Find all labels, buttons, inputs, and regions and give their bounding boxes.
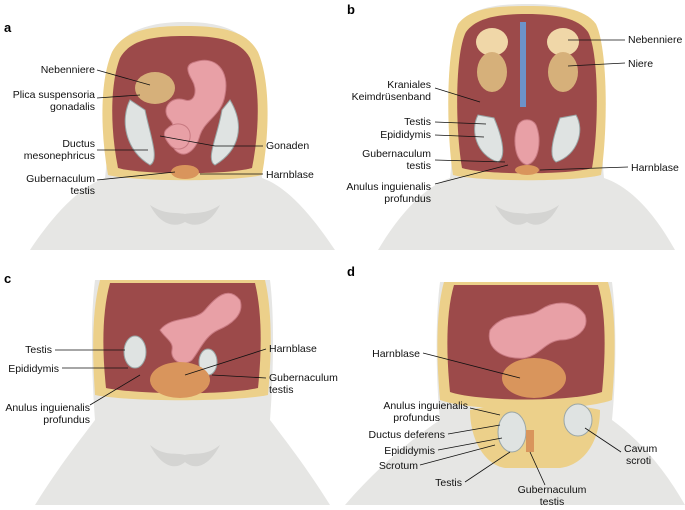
adrenal-gland <box>135 72 175 104</box>
leader-d-ductus <box>447 424 501 435</box>
label-b-gubernaculum-1: Gubernaculum <box>362 148 431 160</box>
panel-letter-c: c <box>4 271 11 286</box>
label-a-gonaden: Gonaden <box>266 140 309 152</box>
label-d-cavum-2: scroti <box>626 455 651 467</box>
thigh-crease <box>150 205 220 225</box>
label-a-gubernaculum-1: Gubernaculum <box>26 173 95 185</box>
label-d-epididymis: Epididymis <box>384 445 435 457</box>
label-a-harnblase: Harnblase <box>266 169 314 181</box>
label-d-cavum-1: Cavum <box>624 443 658 455</box>
label-a-nebenniere: Nebenniere <box>41 64 95 76</box>
label-c-gubernaculum-2: testis <box>269 384 294 396</box>
leader-a-gonaden <box>159 135 263 147</box>
gubernaculum <box>526 430 534 452</box>
label-c-epididymis: Epididymis <box>8 363 59 375</box>
label-b-anulus-1: Anulus inguienalis <box>346 181 431 193</box>
cavum-right <box>563 403 593 437</box>
leader-d-anulus <box>469 407 501 416</box>
leader-b-gubernaculum <box>434 159 506 163</box>
intestine-loop <box>163 123 191 150</box>
leader-c-harnblase <box>184 348 267 376</box>
intestine <box>159 292 242 364</box>
label-a-ductus-2: mesonephricus <box>24 150 95 162</box>
leader-b-anulus <box>434 164 509 185</box>
label-d-ductus-deferens: Ductus deferens <box>369 429 445 441</box>
label-d-anulus-1: Anulus inguienalis <box>383 400 468 412</box>
urinary-bladder <box>150 362 210 398</box>
label-a-plica-1: Plica suspensoria <box>13 89 95 101</box>
label-b-epididymis: Epididymis <box>380 129 431 141</box>
panel-a: a Nebenniere Plica suspensoria gonadalis… <box>4 20 335 250</box>
label-d-gubernaculum-2: testis <box>540 496 565 508</box>
leader-a-gubernaculum <box>96 171 176 181</box>
panel-letter-d: d <box>347 264 355 279</box>
label-c-gubernaculum-1: Gubernaculum <box>269 372 338 384</box>
urinary-bladder <box>171 165 199 179</box>
panel-d: d Harnblase Anulus inguienalis profundus… <box>345 264 685 508</box>
aorta <box>520 22 526 107</box>
label-b-nebenniere: Nebenniere <box>628 34 682 46</box>
leader-d-cavum <box>584 427 622 453</box>
leader-a-plica <box>96 94 141 99</box>
panel-c: c Testis Epididymis Anulus inguienalis p… <box>4 271 338 505</box>
leader-d-scrotum <box>419 444 496 466</box>
label-a-gubernaculum-2: testis <box>70 185 95 197</box>
label-a-ductus-1: Ductus <box>62 138 95 150</box>
leader-c-anulus <box>89 374 141 406</box>
leader-b-niere <box>567 62 626 67</box>
label-d-anulus-2: profundus <box>393 412 440 424</box>
leader-d-epididymis <box>437 437 503 451</box>
thigh-crease <box>150 445 220 467</box>
thigh-crease <box>495 205 559 225</box>
label-c-testis: Testis <box>25 344 52 356</box>
urinary-bladder <box>515 165 539 175</box>
panel-b: b Kraniales Keimdrüsenband Testis Epidid… <box>346 2 682 250</box>
label-d-harnblase: Harnblase <box>372 348 420 360</box>
leader-d-testis <box>464 451 511 483</box>
label-c-anulus-1: Anulus inguienalis <box>5 402 90 414</box>
leader-d-gubernaculum <box>529 451 546 486</box>
leader-c-gubernaculum <box>211 374 267 379</box>
panel-letter-a: a <box>4 20 12 35</box>
leader-b-kraniales <box>434 87 481 103</box>
kidney-left <box>477 52 507 92</box>
leader-d-harnblase <box>422 352 521 379</box>
adrenal-right <box>547 28 579 56</box>
label-b-gubernaculum-2: testis <box>406 160 431 172</box>
urinary-bladder <box>502 358 566 398</box>
leader-b-testis <box>434 121 487 125</box>
label-c-anulus-2: profundus <box>43 414 90 426</box>
leader-a-nebenniere <box>96 69 151 86</box>
label-b-niere: Niere <box>628 58 653 70</box>
label-d-testis: Testis <box>435 477 462 489</box>
label-b-kraniales-1: Kraniales <box>387 79 431 91</box>
label-d-scrotum: Scrotum <box>379 460 418 472</box>
label-b-harnblase: Harnblase <box>631 162 679 174</box>
leader-b-epididymis <box>434 134 485 138</box>
testis-right <box>551 114 581 163</box>
testis-left <box>497 411 527 453</box>
intestine <box>488 302 587 359</box>
label-a-plica-2: gonadalis <box>50 101 95 113</box>
mesonephros-left <box>124 99 155 166</box>
testis-left <box>123 335 147 369</box>
label-c-harnblase: Harnblase <box>269 343 317 355</box>
label-b-testis: Testis <box>404 116 431 128</box>
adrenal-left <box>476 28 508 56</box>
label-b-kraniales-2: Keimdrüsenband <box>352 91 432 103</box>
leader-b-harnblase <box>539 166 629 171</box>
label-b-anulus-2: profundus <box>384 193 431 205</box>
mesonephros-right <box>210 99 239 166</box>
kidney-right <box>548 52 578 92</box>
panel-letter-b: b <box>347 2 355 17</box>
label-d-gubernaculum-1: Gubernaculum <box>518 484 587 496</box>
rectum <box>514 119 540 166</box>
